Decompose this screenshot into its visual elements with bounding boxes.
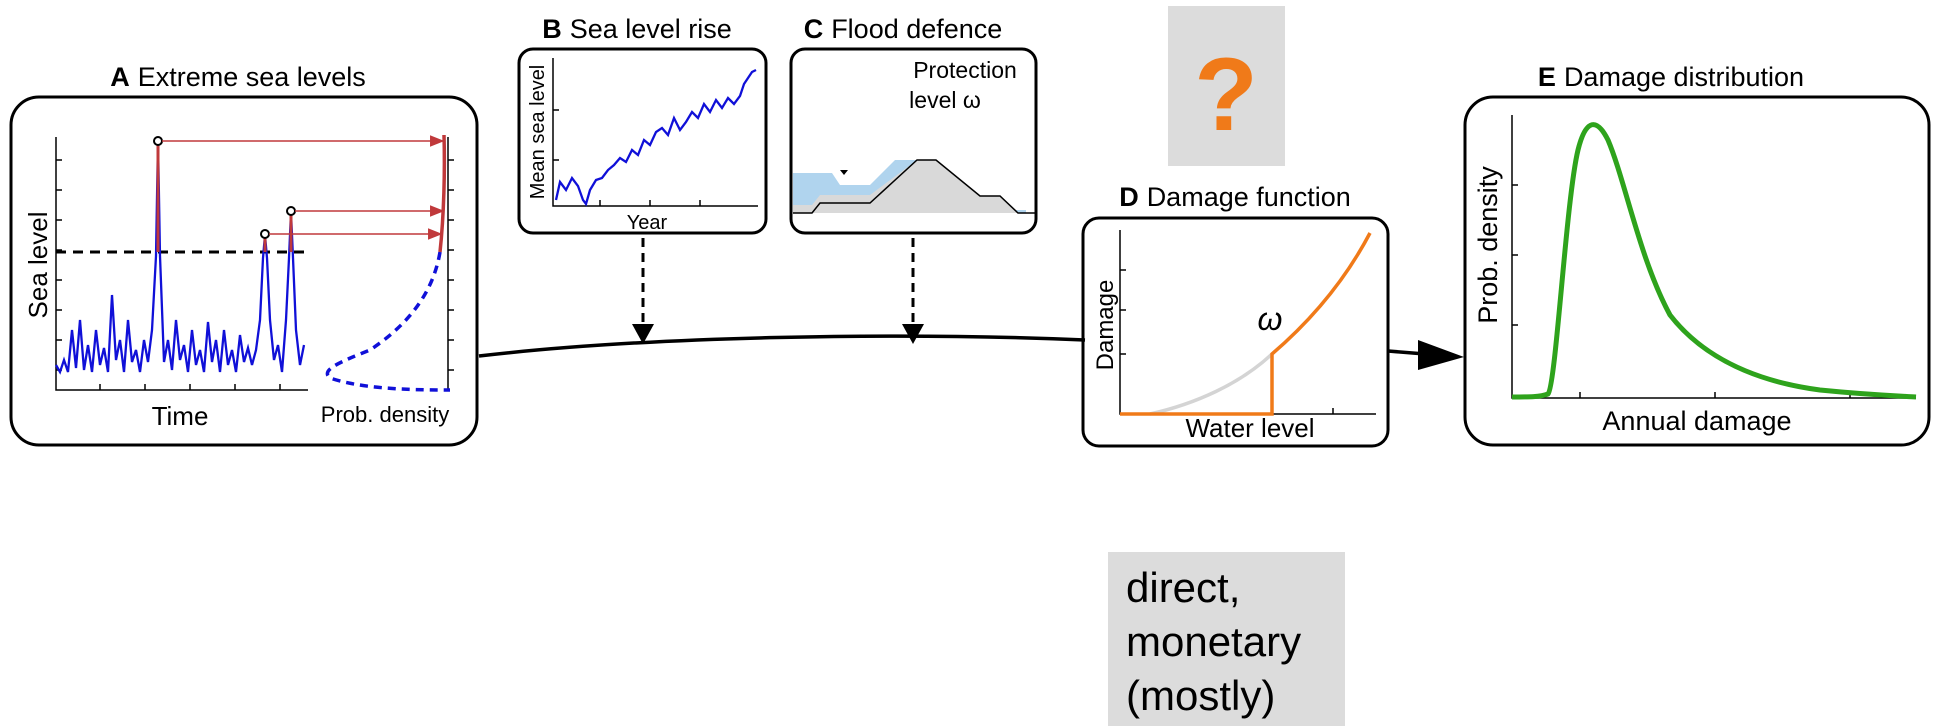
exceedance-markers [156, 141, 293, 252]
flow-line [478, 334, 1086, 358]
note-box-bg [1108, 552, 1345, 726]
damage-distribution-curve [1511, 122, 1917, 400]
pdf-bulk-curve [325, 251, 451, 392]
panel-c-frame [789, 47, 1038, 235]
panel-d-xlabel: Water level [1185, 413, 1314, 443]
panel-d-axes [1119, 230, 1376, 415]
question-box-bg [1168, 6, 1285, 166]
pdf-tail-curve [438, 134, 447, 253]
panel-a-xlabel: Time [152, 401, 209, 431]
water-level-marker-icon [840, 170, 848, 175]
omega-label: ω [1258, 301, 1283, 337]
pdf-ticks [448, 159, 454, 371]
question-box: ? [1168, 6, 1285, 166]
panel-e-frame [1463, 95, 1931, 447]
panel-a-ylabel: Sea level [23, 212, 53, 319]
pdf-label: Prob. density [321, 402, 449, 427]
ground-profile [793, 159, 1036, 214]
note-box: direct, monetary (mostly) [1108, 552, 1345, 726]
peak-marker [260, 229, 270, 239]
damage-curve-below-omega [1149, 352, 1274, 416]
panel-b-ylabel: Mean sea level [527, 65, 549, 200]
panel-d-ticks [1120, 269, 1334, 414]
panel-b-xlabel: Year [627, 212, 668, 234]
dike-icon [793, 160, 1018, 213]
panel-b-frame [517, 47, 768, 235]
sea-level-series [55, 139, 306, 375]
mean-sea-level-series [554, 68, 757, 207]
note-line-3: (mostly) [1126, 672, 1275, 719]
panel-b-ticks [553, 109, 701, 206]
panel-e-ylabel: Prob. density [1473, 166, 1503, 324]
peak-arrows [162, 135, 445, 240]
panel-a-axes [55, 137, 308, 391]
panel-d-frame [1081, 216, 1390, 448]
protection-label-line1: Protection [913, 57, 1017, 83]
panel-b-axes [552, 58, 758, 207]
note-line-1: direct, [1126, 564, 1240, 611]
arrow-head-icon [1418, 340, 1464, 370]
damage-curve [1120, 232, 1372, 416]
arrow-head-icon [902, 324, 924, 344]
peak-marker [286, 206, 296, 216]
note-line-2: monetary [1126, 618, 1301, 665]
protection-label-line2: level ω [909, 87, 981, 113]
peak-marker [153, 136, 163, 146]
panel-e-xlabel: Annual damage [1602, 406, 1791, 436]
panel-d-ylabel: Damage [1092, 280, 1119, 371]
question-mark: ? [1194, 37, 1258, 153]
panel-a-frame [9, 95, 479, 447]
panel-e-ticks [1512, 184, 1851, 398]
arrow-head-icon [632, 324, 654, 344]
